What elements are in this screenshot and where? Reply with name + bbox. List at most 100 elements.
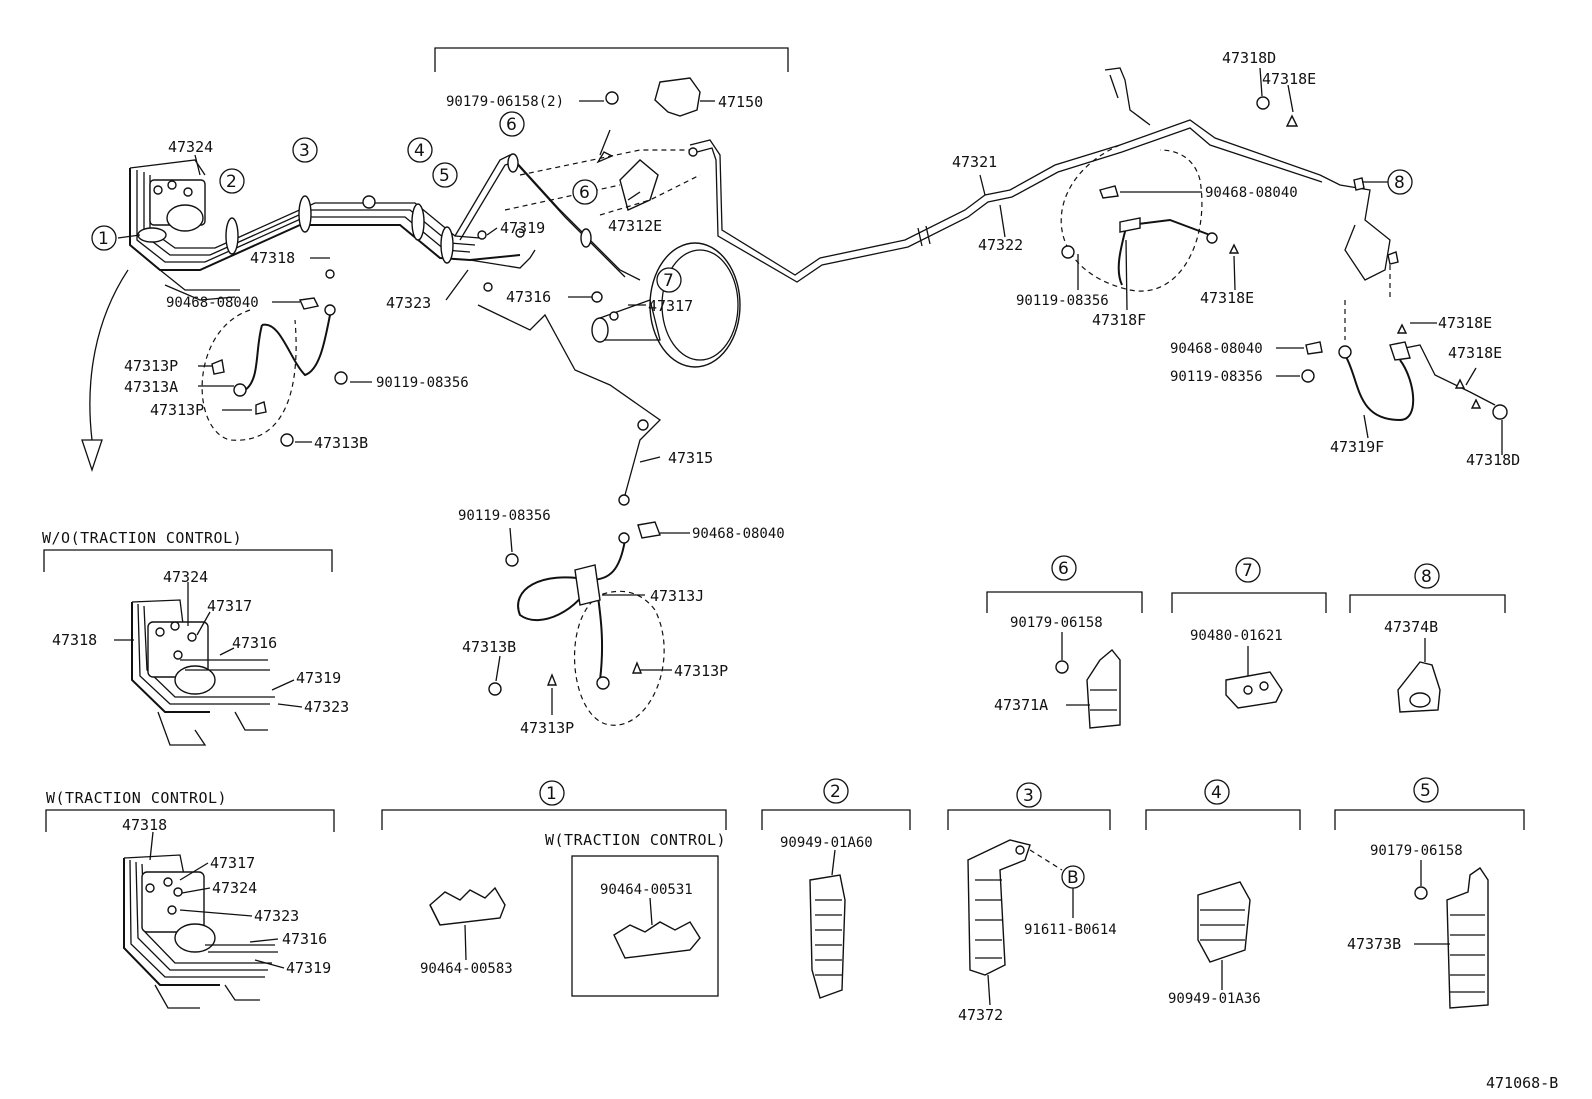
clamp-3 — [298, 195, 312, 233]
left-pipe-bundle — [129, 154, 662, 496]
label-47323: 47323 — [254, 907, 299, 925]
label-47317: 47317 — [210, 854, 255, 872]
label-47318E: 47318E — [1200, 289, 1254, 307]
label-47323: 47323 — [304, 698, 349, 716]
clamp-6a — [507, 153, 519, 173]
label-47316: 47316 — [506, 288, 551, 306]
label-47372: 47372 — [958, 1006, 1003, 1024]
left-hose-assembly — [201, 304, 336, 441]
label-47313P: 47313P — [674, 662, 728, 680]
label-47324: 47324 — [168, 138, 213, 156]
callout-6: 6 — [579, 183, 590, 203]
label-47313P: 47313P — [520, 719, 574, 737]
label-90179-06158: 90179-06158 — [1010, 615, 1103, 631]
clamp-5 — [440, 226, 454, 264]
label-47374B: 47374B — [1384, 618, 1438, 636]
diagram-id: 471068-B — [1486, 1074, 1558, 1092]
leader-lines — [117, 67, 1503, 715]
callout-4: 4 — [1211, 783, 1222, 803]
fittings — [211, 91, 1508, 696]
label-47313J: 47313J — [650, 587, 704, 605]
callout-1: 1 — [98, 229, 109, 249]
label-90480-01621: 90480-01621 — [1190, 628, 1283, 644]
label-47324: 47324 — [163, 568, 208, 586]
label-47319: 47319 — [286, 959, 331, 977]
label-47318D: 47318D — [1222, 49, 1276, 67]
detail-clamp-2: 2 90949-01A60 — [761, 778, 911, 999]
callout-6: 6 — [1058, 559, 1069, 579]
label-90464-00583: 90464-00583 — [420, 961, 513, 977]
label-47323: 47323 — [386, 294, 431, 312]
detail-clamp-7: 7 90480-01621 — [1171, 557, 1327, 709]
label-47324: 47324 — [212, 879, 257, 897]
label-90468-08040: 90468-08040 — [1170, 341, 1263, 357]
label-47316: 47316 — [282, 930, 327, 948]
section-title-w-traction: W(TRACTION CONTROL) — [46, 789, 227, 807]
label-47318E: 47318E — [1448, 344, 1502, 362]
right-hose-front — [1060, 144, 1218, 292]
label-47315: 47315 — [668, 449, 713, 467]
detail-clamp-3: 3 B 91611-B0614 47372 — [947, 782, 1117, 1024]
callout-5: 5 — [1420, 781, 1431, 801]
label-47322: 47322 — [978, 236, 1023, 254]
label-47317: 47317 — [648, 297, 693, 315]
callout-6: 6 — [506, 115, 517, 135]
right-hose-rear — [1338, 265, 1496, 422]
label-47316: 47316 — [232, 634, 277, 652]
label-47313A: 47313A — [124, 378, 178, 396]
bracket-47312E — [619, 159, 659, 211]
label-47318E: 47318E — [1262, 70, 1316, 88]
label-47313B: 47313B — [462, 638, 516, 656]
label-91611-B0614: 91611-B0614 — [1024, 922, 1117, 938]
label-90119-08356: 90119-08356 — [1170, 369, 1263, 385]
label-90179-06158-2: 90179-06158(2) — [446, 94, 564, 110]
callout-5: 5 — [439, 166, 450, 186]
label-47313P: 47313P — [124, 357, 178, 375]
label-47321: 47321 — [952, 153, 997, 171]
label-47313P: 47313P — [150, 401, 204, 419]
clamp-1 — [137, 227, 167, 243]
label-90468-08040: 90468-08040 — [1205, 185, 1298, 201]
callout-2: 2 — [226, 172, 237, 192]
label-47318E: 47318E — [1438, 314, 1492, 332]
clamp-6b — [580, 228, 592, 248]
label-90179-06158: 90179-06158 — [1370, 843, 1463, 859]
label-47373B: 47373B — [1347, 935, 1401, 953]
label-47312E: 47312E — [608, 217, 662, 235]
detail-clamp-5: 5 90179-06158 47373B — [1334, 777, 1525, 1009]
label-47150: 47150 — [718, 93, 763, 111]
callout-8: 8 — [1421, 567, 1432, 587]
detail-b-label: B — [1067, 868, 1079, 888]
callout-8: 8 — [1394, 173, 1405, 193]
detail-clamp-8: 8 47374B — [1349, 563, 1506, 713]
callout-7: 7 — [663, 271, 674, 291]
label-47319: 47319 — [296, 669, 341, 687]
callout-3: 3 — [1023, 786, 1034, 806]
label-90119-08356: 90119-08356 — [458, 508, 551, 524]
label-90119-08356: 90119-08356 — [376, 375, 469, 391]
reservoir-cap-47150 — [654, 77, 701, 117]
clamp-2 — [225, 217, 239, 255]
label-90468-08040: 90468-08040 — [166, 295, 259, 311]
label-47318: 47318 — [122, 816, 167, 834]
callout-2: 2 — [830, 782, 841, 802]
inset-without-traction: W/O(TRACTION CONTROL) 47324 47317 47318 … — [42, 529, 349, 746]
label-90468-08040: 90468-08040 — [692, 526, 785, 542]
label-47318F: 47318F — [1092, 311, 1146, 329]
callout-7: 7 — [1242, 561, 1253, 581]
label-90949-01A36: 90949-01A36 — [1168, 991, 1261, 1007]
label-47313B: 47313B — [314, 434, 368, 452]
detail-arrow — [89, 269, 129, 441]
inset-with-traction: W(TRACTION CONTROL) 47318 47317 47324 47… — [45, 789, 335, 1009]
top-group-bracket — [434, 47, 789, 72]
w-traction-subframe — [571, 855, 719, 997]
label-47371A: 47371A — [994, 696, 1048, 714]
label-47319F: 47319F — [1330, 438, 1384, 456]
label-90949-01A60: 90949-01A60 — [780, 835, 873, 851]
clamp-4 — [411, 203, 425, 241]
detail-clamp-6: 6 90179-06158 47371A — [986, 555, 1143, 729]
center-hose-assembly — [517, 532, 665, 726]
detail-clamp-1: 1 90464-00583 W(TRACTION CONTROL) 90464-… — [381, 780, 727, 997]
